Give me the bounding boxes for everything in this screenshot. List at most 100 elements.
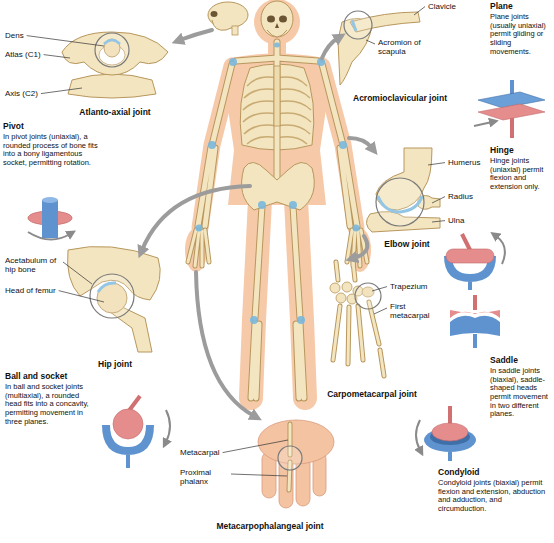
joint-type-description: Plane joints (usually uniaxial) permit g… <box>490 13 550 56</box>
skull-side-view <box>208 2 248 35</box>
skeleton <box>275 23 279 28</box>
condyloid-model <box>416 420 420 450</box>
skeleton <box>267 30 287 37</box>
part-label: Metacarpal <box>180 448 220 457</box>
joint-marker <box>297 316 305 324</box>
leader-line <box>27 36 104 46</box>
joint-marker <box>196 43 360 325</box>
leader-line <box>428 163 445 165</box>
joint-marker <box>258 201 266 209</box>
condyloid-model <box>448 452 452 461</box>
leader-line <box>432 197 445 203</box>
ball-and-socket-model <box>113 409 143 439</box>
atlas-axis-illustration <box>95 33 129 67</box>
joint-type-title: Saddle <box>490 356 518 366</box>
joint-marker <box>250 316 258 324</box>
condyloid-model <box>448 406 452 424</box>
carpometacarpal-illustration <box>355 283 381 309</box>
skull-side-view <box>232 26 238 35</box>
joint-type-title: Pivot <box>3 122 24 132</box>
skeleton <box>261 1 293 37</box>
leader-line <box>432 221 445 222</box>
joint-marker <box>289 201 297 209</box>
pointer-arrow <box>354 236 367 258</box>
joint-name: Carpometacarpal joint <box>327 390 417 400</box>
joint-name: Elbow joint <box>384 240 429 250</box>
joint-type-title: Plane <box>490 2 513 12</box>
skeleton <box>188 1 384 490</box>
joint-type-description: In pivot joints (uniaxial), a rounded pr… <box>3 133 103 168</box>
part-label: Dens <box>5 31 24 40</box>
carpometacarpal-illustration <box>336 293 346 303</box>
pointer-arrow <box>180 30 212 40</box>
hand-bone <box>278 424 302 490</box>
pointer-arrow <box>142 186 250 250</box>
leader-line <box>414 7 425 15</box>
part-label: Clavicle <box>428 2 456 11</box>
part-label: Humerus <box>448 158 480 167</box>
plane-model <box>510 118 514 138</box>
saddle-model <box>473 334 477 348</box>
skeleton <box>274 66 280 126</box>
part-label: Radius <box>448 192 473 201</box>
joint-type-description: Hinge joints (uniaxial) permit flexion a… <box>490 157 550 192</box>
elbow-illustration <box>366 148 440 232</box>
ball-and-socket-model <box>126 455 130 468</box>
atlas-axis-illustration <box>62 32 168 75</box>
part-label: Ulna <box>448 216 464 225</box>
part-label: Axis (C2) <box>5 89 38 98</box>
atlas-axis-illustration <box>62 32 168 98</box>
condyloid-model <box>416 406 476 461</box>
hand-bone <box>278 446 302 470</box>
acromioclavicular-illustration <box>344 11 372 39</box>
ball-and-socket-model <box>102 396 170 468</box>
saddle-model <box>473 295 477 310</box>
joint-name: Metacarpophalangeal joint <box>216 522 323 532</box>
hinge-model <box>446 249 494 263</box>
plane-model <box>474 80 545 138</box>
body-silhouette <box>254 0 300 45</box>
leader-line <box>231 474 287 476</box>
carpometacarpal-illustration <box>330 282 381 309</box>
pointer-arrow <box>196 272 254 416</box>
part-label: Head of femur <box>5 286 56 295</box>
joint-type-title: Condyloid <box>438 468 480 478</box>
elbow-illustration <box>376 178 424 226</box>
ball-and-socket-model <box>102 425 154 455</box>
pivot-model <box>28 232 70 240</box>
plane-model <box>474 122 492 126</box>
saddle-model <box>450 295 500 348</box>
hand-illustration <box>258 420 334 508</box>
joint-name: Hip joint <box>98 360 132 370</box>
part-label: Atlas (C1) <box>5 50 41 59</box>
saddle-model <box>450 310 500 318</box>
part-label: Acromion of scapula <box>378 38 430 56</box>
hip-illustration <box>68 246 161 352</box>
leader-line <box>374 308 387 314</box>
hip-illustration <box>90 274 134 318</box>
pivot-model <box>42 200 58 238</box>
skeleton <box>267 16 275 23</box>
skull-side-view <box>211 11 218 17</box>
joint-marker <box>229 58 237 66</box>
hinge-model <box>496 236 505 264</box>
pointer-arrow <box>142 30 372 416</box>
leader-line <box>63 262 92 284</box>
joint-type-description: In saddle joints (biaxial), saddle-shape… <box>490 367 550 419</box>
hinge-model <box>444 234 505 290</box>
leader-line <box>372 287 387 291</box>
pointer-arrow <box>349 138 372 148</box>
joint-marker <box>196 225 203 232</box>
part-label: Proximal phalanx <box>180 468 228 486</box>
skeleton <box>242 162 315 210</box>
joint-type-description: In ball and socket joints (multiaxial), … <box>5 383 90 426</box>
hinge-model <box>468 282 472 290</box>
part-label: Trapezium <box>390 282 428 291</box>
joint-type-description: Condyloid joints (biaxial) permit flexio… <box>438 479 548 514</box>
hinge-model <box>462 234 470 250</box>
condyloid-model <box>432 423 468 441</box>
